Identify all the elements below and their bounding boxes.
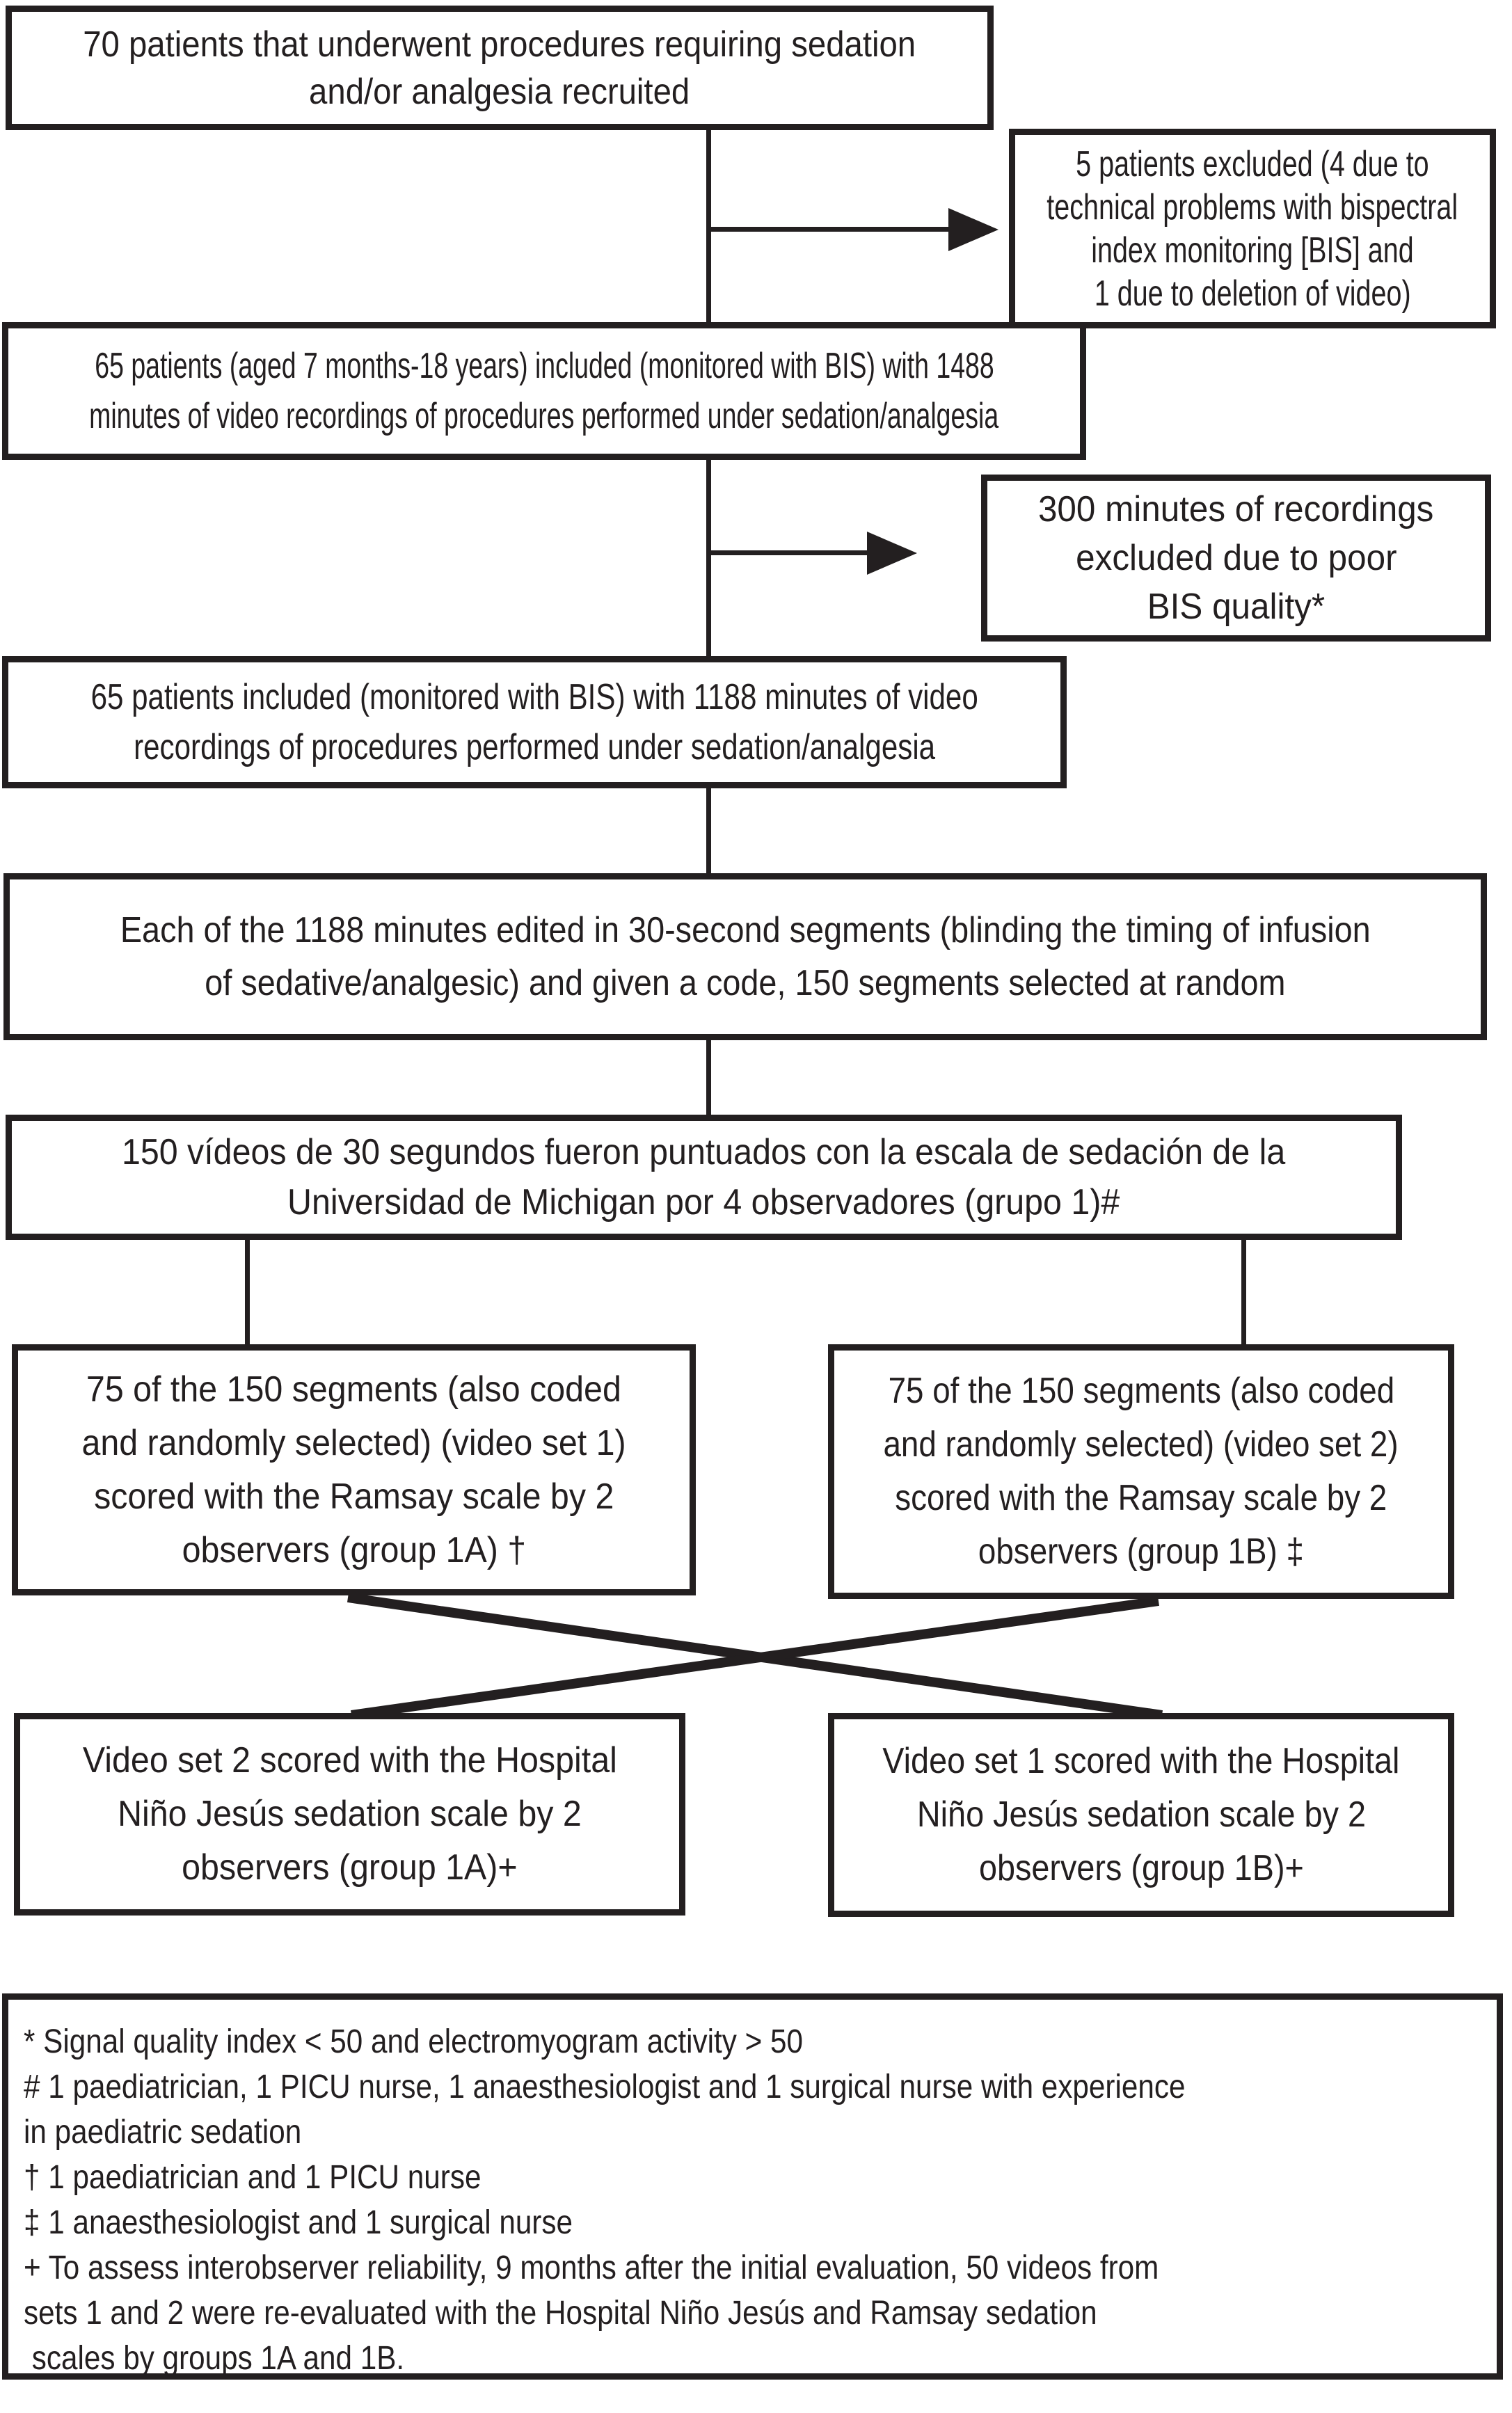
text-line: observers (group 1B) ‡	[978, 1531, 1304, 1572]
text-line: index monitoring [BIS] and	[1091, 230, 1414, 271]
exclusion-arrow-shaft-1	[710, 227, 950, 232]
text-line: † 1 paediatrician and 1 PICU nurse	[24, 2159, 482, 2196]
text-line: 150 vídeos de 30 segundos fueron puntuad…	[122, 1132, 1286, 1172]
text-line: Video set 1 scored with the Hospital	[882, 1741, 1400, 1781]
box-included-1188min: 65 patients included (monitored with BIS…	[2, 656, 1067, 788]
text-line: sets 1 and 2 were re-evaluated with the …	[24, 2295, 1097, 2332]
text-line: observers (group 1A)+	[182, 1847, 518, 1888]
text-line: and/or analgesia recruited	[309, 71, 690, 112]
box-recruited: 70 patients that underwent procedures re…	[6, 6, 994, 130]
connector-segments-to-michigan	[706, 1040, 711, 1116]
connector-included1188-to-segments	[706, 788, 711, 875]
text-line: 75 of the 150 segments (also coded	[86, 1369, 621, 1410]
box-segments-edited: Each of the 1188 minutes edited in 30-se…	[3, 873, 1487, 1040]
connector-michigan-to-ramsay-set2	[1241, 1239, 1246, 1346]
text-line: 65 patients included (monitored with BIS…	[90, 677, 978, 717]
text-line: observers (group 1A) †	[182, 1529, 526, 1570]
text-line: 300 minutes of recordings	[1038, 489, 1434, 529]
text-line: and randomly selected) (video set 2)	[883, 1424, 1399, 1465]
crossover-line-right-to-left	[351, 1596, 1159, 1720]
exclusion-arrow-shaft-2	[710, 550, 868, 555]
box-ramsay-set2-group1b: 75 of the 150 segments (also coded and ra…	[828, 1344, 1454, 1599]
text-line: Each of the 1188 minutes edited in 30-se…	[120, 910, 1371, 950]
text-line: excluded due to poor	[1075, 538, 1397, 578]
text-line: in paediatric sedation	[24, 2114, 302, 2151]
box-michigan-scoring: 150 vídeos de 30 segundos fueron puntuad…	[6, 1115, 1402, 1240]
text-line: observers (group 1B)+	[978, 1848, 1304, 1888]
crossover-line-left-to-right	[347, 1593, 1163, 1720]
text-line: and randomly selected) (video set 1)	[81, 1422, 626, 1463]
text-line: Universidad de Michigan por 4 observador…	[287, 1182, 1120, 1223]
box-excluded-300min: 300 minutes of recordings excluded due to…	[981, 475, 1491, 642]
text-line: 70 patients that underwent procedures re…	[83, 24, 916, 65]
text-line: technical problems with bispectral	[1047, 186, 1458, 228]
text-line: # 1 paediatrician, 1 PICU nurse, 1 anaes…	[24, 2069, 1186, 2105]
text-line: 5 patients excluded (4 due to	[1076, 143, 1429, 184]
box-footnotes: * Signal quality index < 50 and electrom…	[2, 1993, 1503, 2380]
text-line: recordings of procedures performed under…	[134, 727, 935, 767]
text-line: of sedative/analgesic) and given a code,…	[205, 963, 1286, 1003]
text-line: BIS quality*	[1147, 587, 1326, 627]
text-line: * Signal quality index < 50 and electrom…	[24, 2023, 803, 2060]
text-line: 1 due to deletion of video)	[1094, 273, 1411, 314]
text-line: Niño Jesús sedation scale by 2	[118, 1794, 582, 1834]
text-line: scored with the Ramsay scale by 2	[895, 1478, 1387, 1518]
text-line: 75 of the 150 segments (also coded	[888, 1371, 1394, 1411]
arrow-right-icon	[867, 532, 917, 575]
connector-included1488-to-included1188	[706, 459, 711, 658]
text-line: ‡ 1 anaesthesiologist and 1 surgical nur…	[24, 2204, 573, 2241]
box-included-1488min: 65 patients (aged 7 months-18 years) inc…	[2, 322, 1086, 460]
text-line: scales by groups 1A and 1B.	[24, 2340, 405, 2377]
text-line: 65 patients (aged 7 months-18 years) inc…	[94, 346, 994, 386]
text-line: minutes of video recordings of procedure…	[89, 396, 999, 436]
arrow-right-icon	[948, 208, 998, 251]
connector-recruited-to-included	[706, 129, 711, 324]
connector-michigan-to-ramsay-set1	[245, 1239, 250, 1346]
box-ramsay-set1-group1a: 75 of the 150 segments (also coded and ra…	[12, 1344, 696, 1595]
text-line: Video set 2 scored with the Hospital	[82, 1740, 617, 1781]
text-line: Niño Jesús sedation scale by 2	[916, 1794, 1366, 1835]
text-line: + To assess interobserver reliability, 9…	[24, 2249, 1159, 2286]
text-line: scored with the Ramsay scale by 2	[93, 1476, 614, 1517]
